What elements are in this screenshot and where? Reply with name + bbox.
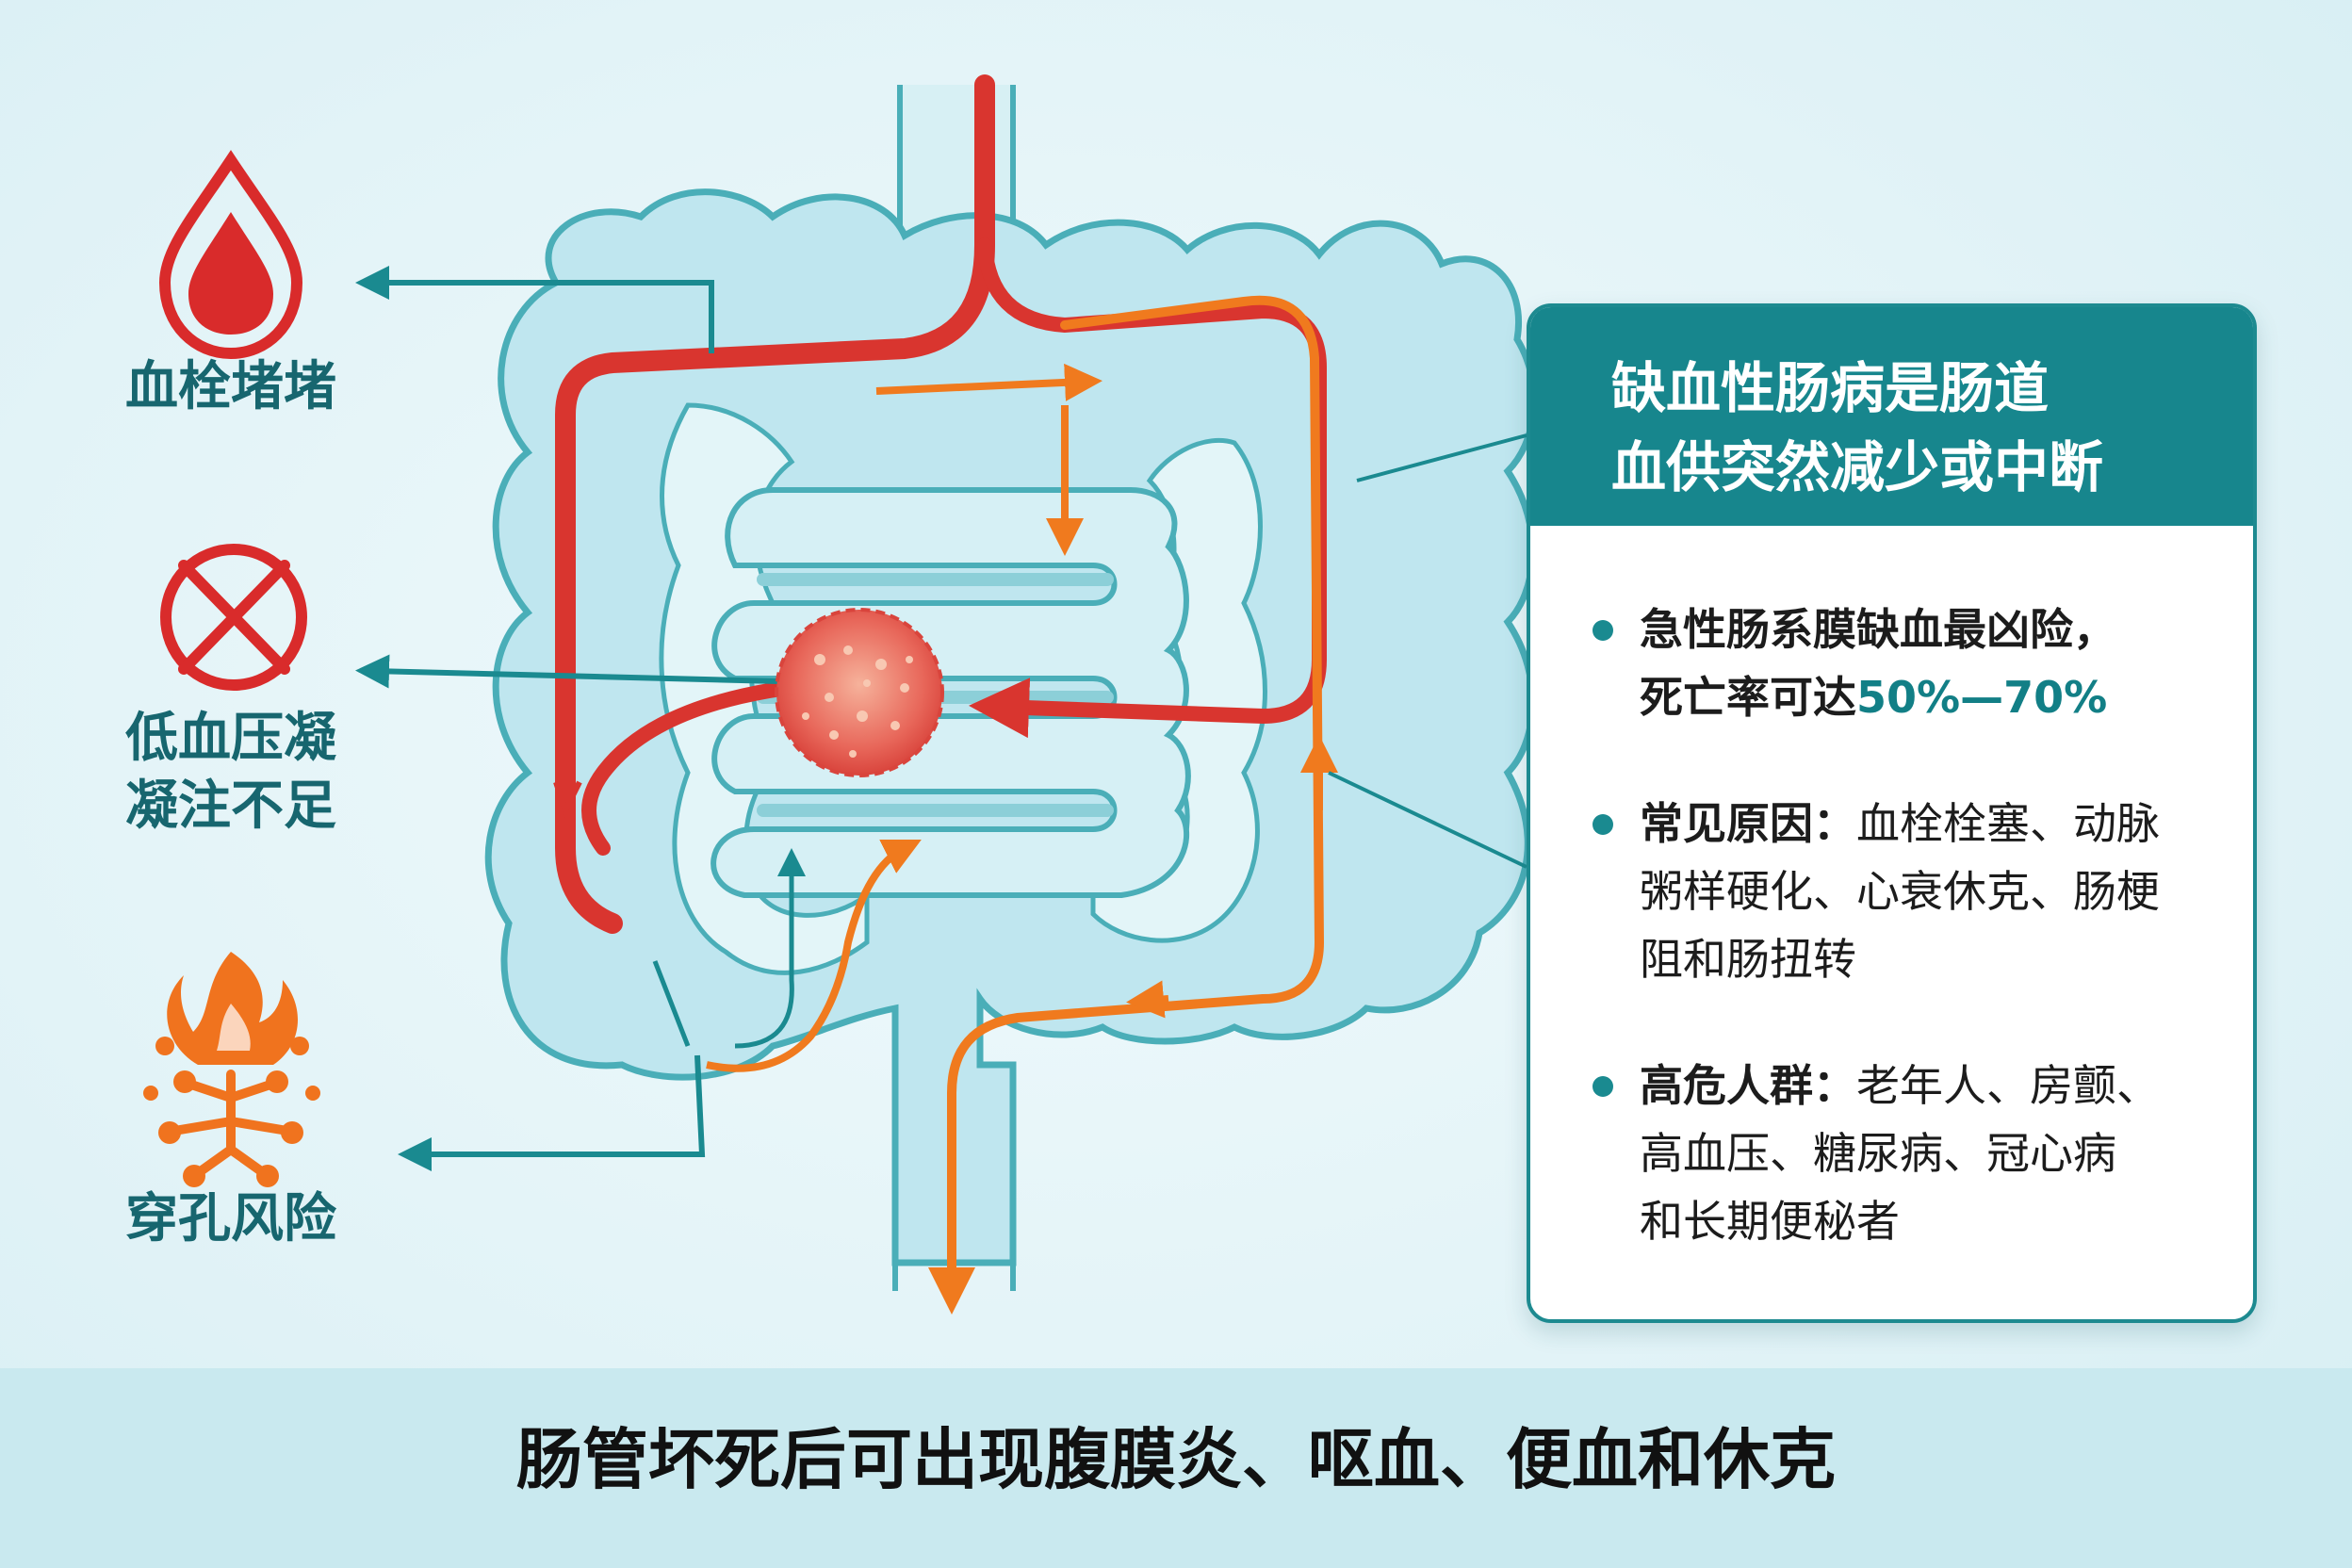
causes-label: 常见原因： [1640,798,1856,849]
bullet-causes-line3: 阻和肠扭转 [1640,934,1856,985]
label-low-perfusion-line2: 凝注不足 [125,776,336,837]
label-perforation: 穿孔风险 [125,1188,336,1250]
blood-drop-icon [158,150,303,360]
bullet-causes: 常见原因：血栓栓塞、动脉 粥样硬化、心衰休克、肠梗 阻和肠扭转 [1592,790,2225,993]
crossed-circle-icon [160,544,307,691]
bullet-mortality-line1: 急性肠系膜缺血最凶险， [1640,604,2116,655]
bullet-risk-line1: 高危人群：老年人、房颤、 [1640,1052,2225,1119]
risk-text-1: 老年人、房颤、 [1856,1060,2160,1111]
panel-title-line2: 血供突然减少或中断 [1611,435,2104,499]
footer-band [0,1368,2352,1568]
fire-network-icon [143,952,320,1187]
bullet-risk-groups: 高危人群：老年人、房颤、 高血压、糖尿病、冠心病 和长期便秘者 [1592,1052,2225,1255]
info-panel: 缺血性肠病是肠道 血供突然减少或中断 急性肠系膜缺血最凶险， 死亡率可达50%—… [1527,303,2257,1323]
panel-title-line1: 缺血性肠病是肠道 [1611,356,2050,420]
bullet-risk-line3: 和长期便秘者 [1640,1196,1900,1247]
bullet-causes-line2: 粥样硬化、心衰休克、肠梗 [1640,866,2160,917]
label-thrombosis: 血栓堵堵 [125,356,336,417]
panel-header: 缺血性肠病是肠道 血供突然减少或中断 [1530,307,2253,526]
causes-text-1: 血栓栓塞、动脉 [1856,798,2160,849]
mortality-prefix: 死亡率可达 [1640,672,1856,723]
risk-label: 高危人群： [1640,1060,1856,1111]
label-low-perfusion-line1: 低血压凝 [125,708,336,769]
bullet-dot [1592,814,1613,835]
bullet-mortality: 急性肠系膜缺血最凶险， 死亡率可达50%—70% [1592,596,2225,731]
bullet-risk-line2: 高血压、糖尿病、冠心病 [1640,1128,2116,1179]
lower-tube [892,1263,1016,1291]
ischemic-lesion [775,608,944,777]
bullet-mortality-line2: 死亡率可达50%—70% [1640,663,2225,731]
footer-text: 肠管坏死后可出现腹膜炎、呕血、便血和休克 [516,1421,1836,1498]
label-low-perfusion: 低血压凝 凝注不足 [94,705,368,841]
mortality-rate: 50%—70% [1856,672,2108,723]
panel-body: 急性肠系膜缺血最凶险， 死亡率可达50%—70% 常见原因：血栓栓塞、动脉 粥样… [1530,526,2253,1255]
callouts [355,266,1527,1171]
flow-arrows [706,295,1338,1315]
bullet-dot [1592,620,1613,641]
bullet-dot [1592,1076,1613,1097]
bullet-causes-line1: 常见原因：血栓栓塞、动脉 [1640,790,2225,858]
